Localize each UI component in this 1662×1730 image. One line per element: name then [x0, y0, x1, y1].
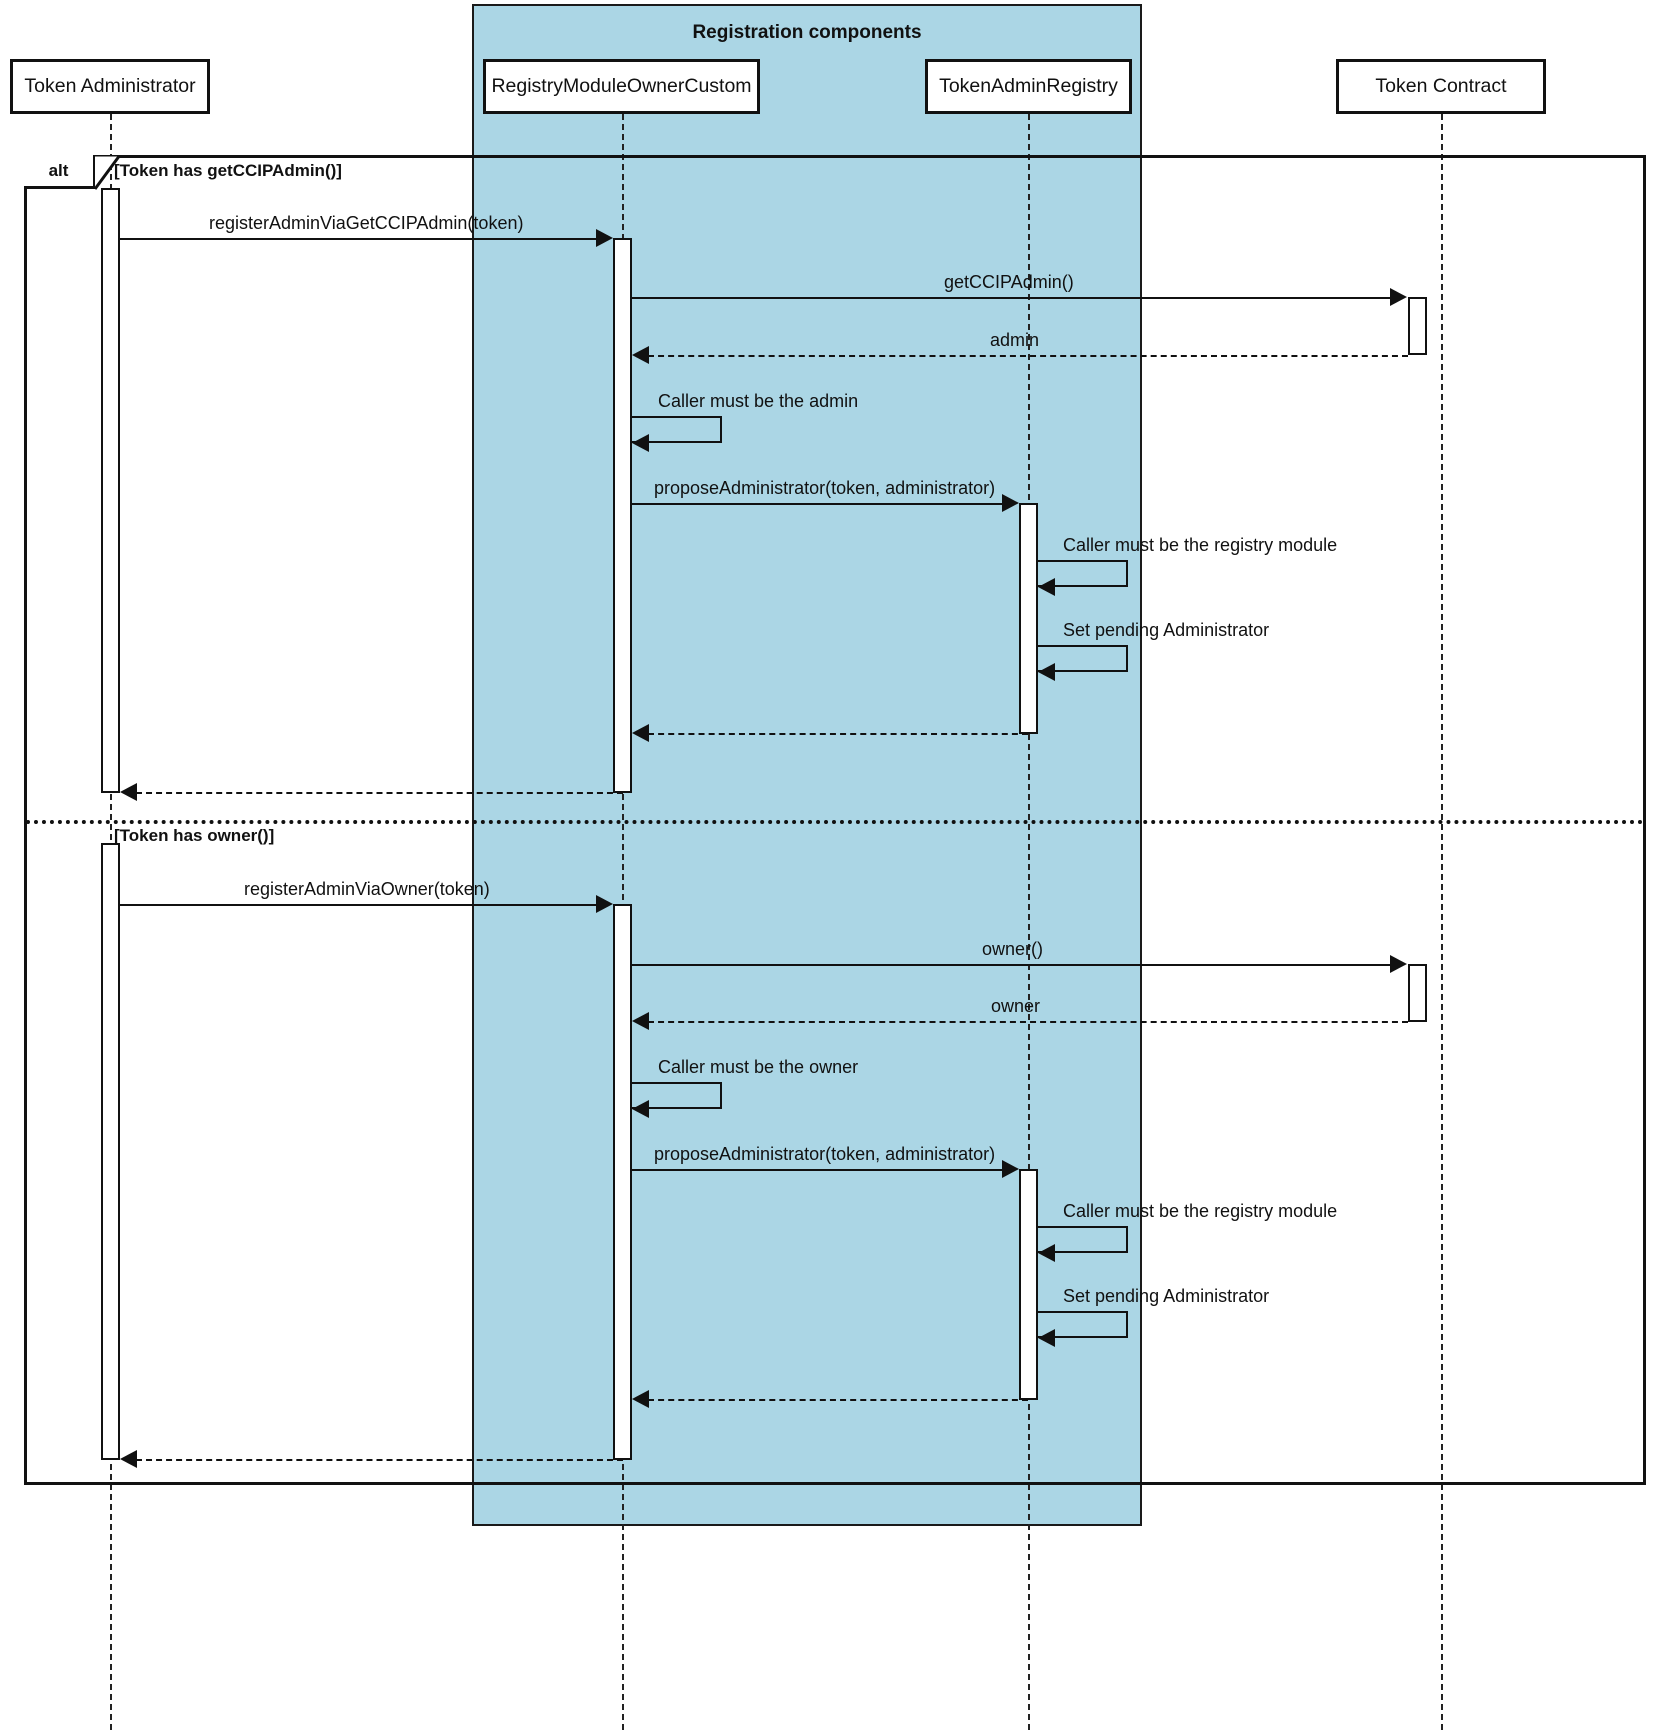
message-arrowhead-4: [632, 434, 649, 452]
message-arrowhead-5: [1002, 494, 1019, 512]
self-message-box-15: [1038, 1226, 1128, 1253]
message-line-12: [648, 1021, 1408, 1023]
self-message-box-6: [1038, 560, 1128, 587]
participant-box-token-admin-registry[interactable]: TokenAdminRegistry: [925, 59, 1132, 114]
activation-registry-module-owner-custom-1: [613, 238, 632, 793]
alt-tab-corner-icon: [95, 155, 121, 190]
group-box-title: Registration components: [692, 22, 922, 43]
participant-box-registry-module-owner-custom[interactable]: RegistryModuleOwnerCustom: [483, 59, 760, 114]
message-line-8: [648, 733, 1028, 735]
alt-fragment-operator-tab: alt: [24, 155, 96, 189]
message-line-9: [136, 792, 623, 794]
message-label-13: Caller must be the owner: [658, 1057, 859, 1077]
message-arrowhead-13: [632, 1100, 649, 1118]
alt-section-2-guard-text: [Token has owner()]: [114, 826, 275, 845]
activation-token-admin-registry-1: [1019, 503, 1038, 734]
activation-token-contract-1: [1408, 297, 1427, 355]
activation-token-administrator-1: [101, 188, 120, 793]
message-arrowhead-14: [1002, 1160, 1019, 1178]
participant-label-token-admin-registry: TokenAdminRegistry: [939, 75, 1118, 97]
message-label-2: getCCIPAdmin(): [944, 272, 1074, 292]
participant-box-token-contract[interactable]: Token Contract: [1336, 59, 1546, 114]
self-message-box-4: [632, 416, 722, 443]
message-line-1: [120, 238, 604, 240]
participant-box-token-administrator[interactable]: Token Administrator: [10, 59, 210, 114]
message-line-14: [632, 1169, 1010, 1171]
message-line-5: [632, 503, 1010, 505]
message-line-2: [632, 297, 1398, 299]
activation-registry-module-owner-custom-2: [613, 904, 632, 1460]
message-label-5: proposeAdministrator(token, administrato…: [654, 478, 996, 498]
message-line-18: [136, 1459, 623, 1461]
self-message-box-13: [632, 1082, 722, 1109]
alt-section-1-guard: [Token has getCCIPAdmin()]: [114, 161, 342, 181]
alt-fragment: [24, 155, 1646, 1485]
message-arrowhead-7: [1038, 663, 1055, 681]
message-label-6: Caller must be the registry module: [1063, 535, 1338, 555]
lifeline-token-contract: [1441, 114, 1443, 1730]
message-arrowhead-6: [1038, 578, 1055, 596]
message-arrowhead-15: [1038, 1244, 1055, 1262]
message-label-14: proposeAdministrator(token, administrato…: [654, 1144, 996, 1164]
message-line-10: [120, 904, 604, 906]
message-line-11: [632, 964, 1398, 966]
message-label-11: owner(): [982, 939, 1044, 959]
message-label-7: Set pending Administrator: [1063, 620, 1270, 640]
alt-section-2-guard: [Token has owner()]: [114, 826, 274, 846]
participant-label-registry-module-owner-custom: RegistryModuleOwnerCustom: [491, 75, 752, 97]
message-arrowhead-9: [120, 783, 137, 801]
activation-token-administrator-2: [101, 843, 120, 1460]
message-arrowhead-11: [1390, 955, 1407, 973]
self-message-box-7: [1038, 645, 1128, 672]
participant-label-token-administrator: Token Administrator: [24, 75, 196, 97]
self-message-box-16: [1038, 1311, 1128, 1338]
alt-section-divider: [26, 820, 1644, 824]
message-label-15: Caller must be the registry module: [1063, 1201, 1338, 1221]
alt-fragment-operator-label: alt: [48, 160, 69, 180]
message-label-3: admin: [990, 330, 1040, 350]
activation-token-admin-registry-2: [1019, 1169, 1038, 1400]
message-label-4: Caller must be the admin: [658, 391, 859, 411]
message-line-17: [648, 1399, 1028, 1401]
message-arrowhead-17: [632, 1390, 649, 1408]
message-label-16: Set pending Administrator: [1063, 1286, 1270, 1306]
message-line-3: [648, 355, 1408, 357]
message-arrowhead-2: [1390, 288, 1407, 306]
message-arrowhead-8: [632, 724, 649, 742]
activation-token-contract-2: [1408, 964, 1427, 1022]
message-label-10: registerAdminViaOwner(token): [244, 879, 490, 899]
message-label-12: owner: [991, 996, 1041, 1016]
alt-section-1-guard-text: [Token has getCCIPAdmin()]: [114, 161, 342, 180]
message-arrowhead-1: [596, 229, 613, 247]
message-label-1: registerAdminViaGetCCIPAdmin(token): [209, 213, 524, 233]
message-arrowhead-12: [632, 1012, 649, 1030]
message-arrowhead-18: [120, 1450, 137, 1468]
message-arrowhead-16: [1038, 1329, 1055, 1347]
message-arrowhead-10: [596, 895, 613, 913]
participant-label-token-contract: Token Contract: [1375, 75, 1507, 97]
message-arrowhead-3: [632, 346, 649, 364]
lifeline-token-admin-registry: [1028, 114, 1030, 1730]
